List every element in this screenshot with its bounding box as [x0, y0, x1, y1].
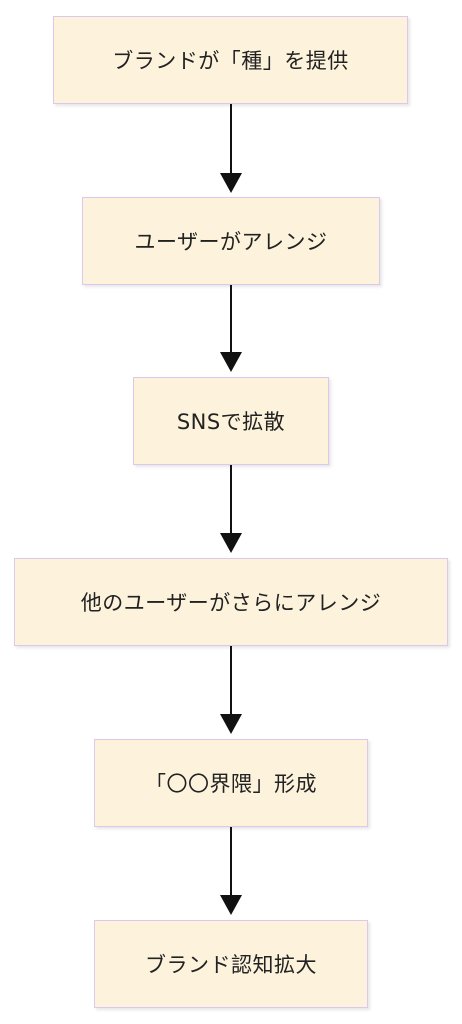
- flow-step-user-arranges: ユーザーがアレンジ: [82, 197, 380, 285]
- flow-step-other-users-arrange: 他のユーザーがさらにアレンジ: [14, 558, 448, 646]
- flow-step-label: ブランドが「種」を提供: [112, 49, 349, 73]
- flow-arrow-line: [230, 827, 232, 896]
- flow-arrow-line: [230, 465, 232, 534]
- flow-arrow-line: [230, 104, 232, 174]
- flow-step-label: 「〇〇界隈」形成: [145, 772, 317, 796]
- flow-step-label: ブランド認知拡大: [145, 953, 317, 977]
- flow-step-label: ユーザーがアレンジ: [134, 230, 328, 254]
- flow-step-community-formed: 「〇〇界隈」形成: [94, 739, 368, 827]
- arrow-down-icon: [220, 533, 242, 553]
- flow-step-label: 他のユーザーがさらにアレンジ: [80, 591, 382, 615]
- flow-arrow-line: [230, 285, 232, 353]
- flow-step-brand-awareness-expands: ブランド認知拡大: [94, 920, 368, 1008]
- flow-step-label: SNSで拡散: [176, 410, 286, 434]
- arrow-down-icon: [220, 352, 242, 372]
- arrow-down-icon: [220, 714, 242, 734]
- arrow-down-icon: [220, 173, 242, 193]
- flow-step-brand-provides-seed: ブランドが「種」を提供: [53, 16, 408, 104]
- arrow-down-icon: [220, 895, 242, 915]
- flow-step-sns-spread: SNSで拡散: [133, 377, 329, 465]
- flow-arrow-line: [230, 646, 232, 715]
